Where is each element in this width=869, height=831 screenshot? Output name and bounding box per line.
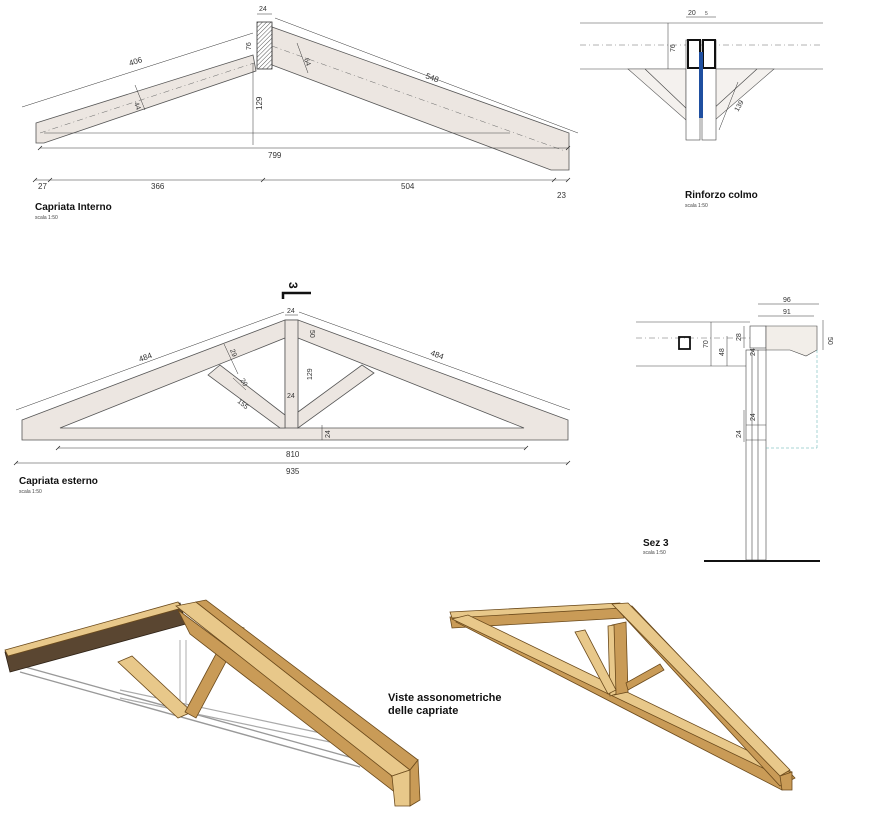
truss-esterno-drawing: 3 484 484 24 50 29 20 155 129 24 24 810 … — [13, 282, 571, 495]
section-3-drawing: 96 91 50 70 28 48 24 24 24 Sez 3 scala 1… — [636, 297, 833, 562]
section-dim-h-70: 70 — [703, 340, 710, 348]
section-dim-h-24b: 24 — [750, 413, 757, 421]
axonometric-esterno-view — [449, 602, 796, 791]
section-dim-h-right: 50 — [826, 337, 833, 345]
esterno-dim-king-height: 129 — [307, 368, 314, 380]
rinforzo-dim-w1: 20 — [688, 10, 696, 17]
truss-interno-drawing: 406 548 24 76 129 44 64 799 27 366 504 2… — [21, 6, 579, 221]
interno-right-rafter — [271, 26, 570, 171]
esterno-scale: scala 1:50 — [19, 489, 42, 495]
section-eave — [765, 325, 818, 357]
section-dim-w-inner: 91 — [783, 309, 791, 316]
rinforzo-dim-diag: 139 — [734, 99, 746, 113]
interno-dim-beam-left: 44 — [132, 101, 141, 111]
esterno-dim-strut-b: 20 — [238, 378, 248, 388]
esterno-dim-total-span: 935 — [286, 467, 300, 476]
interno-ridge-block — [256, 21, 273, 70]
esterno-dim-strut: 29 — [228, 348, 237, 358]
interno-dim-seg-d: 23 — [557, 191, 566, 200]
axonometric-interno-view — [4, 599, 421, 807]
section-dim-w-total: 96 — [783, 297, 791, 304]
section-dim-h-24c: 24 — [736, 430, 743, 438]
esterno-right-strut — [297, 364, 375, 429]
rinforzo-dim-h: 76 — [670, 44, 677, 52]
interno-scale: scala 1:50 — [35, 215, 58, 221]
esterno-left-strut — [207, 364, 286, 429]
interno-left-rafter — [35, 54, 257, 144]
rinforzo-steel-plate — [699, 52, 703, 118]
axonometric-caption-line2: delle capriate — [388, 705, 458, 717]
esterno-section-mark — [281, 291, 311, 299]
esterno-dim-inner-span: 810 — [286, 450, 300, 459]
interno-dim-span: 799 — [268, 151, 282, 160]
interno-dim-ridge-height: 76 — [246, 42, 253, 50]
rinforzo-title: Rinforzo colmo — [685, 190, 758, 201]
esterno-title: Capriata esterno — [19, 476, 98, 487]
interno-dim-seg-b: 366 — [151, 182, 165, 191]
esterno-dim-tie: 24 — [325, 430, 332, 438]
esterno-section-label: 3 — [286, 282, 300, 289]
esterno-king-post — [284, 319, 299, 429]
rinforzo-dim-w2: 5 — [705, 11, 708, 17]
section-dim-h-48: 48 — [719, 348, 726, 356]
rinforzo-colmo-drawing: 20 5 76 139 Rinforzo colmo scala 1:50 — [580, 10, 823, 209]
esterno-dim-king-top: 50 — [308, 330, 315, 338]
axonometric-caption-line1: Viste assonometriche — [388, 692, 502, 704]
section-title: Sez 3 — [643, 538, 669, 549]
rinforzo-scale: scala 1:50 — [685, 203, 708, 209]
section-dim-h-24a: 24 — [750, 348, 757, 356]
section-scale: scala 1:50 — [643, 550, 666, 556]
interno-dim-seg-c: 504 — [401, 182, 415, 191]
interno-dim-seg-a: 27 — [38, 182, 47, 191]
section-wall — [745, 349, 767, 561]
interno-dim-beam-right: 64 — [302, 57, 311, 67]
esterno-dim-king-width: 24 — [287, 308, 295, 315]
interno-dim-ridge-width: 24 — [259, 6, 267, 13]
interno-dim-post-height: 129 — [255, 96, 264, 110]
section-dim-h-28: 28 — [736, 333, 743, 341]
interno-dim-rafter-left: 406 — [128, 55, 144, 68]
esterno-dim-rafter-left: 484 — [138, 351, 154, 364]
esterno-dim-rafter-right: 484 — [429, 348, 445, 361]
section-purlin — [678, 336, 691, 350]
interno-dim-rafter-right: 548 — [424, 71, 440, 84]
esterno-dim-king-base: 24 — [287, 393, 295, 400]
interno-title: Capriata Interno — [35, 202, 112, 213]
